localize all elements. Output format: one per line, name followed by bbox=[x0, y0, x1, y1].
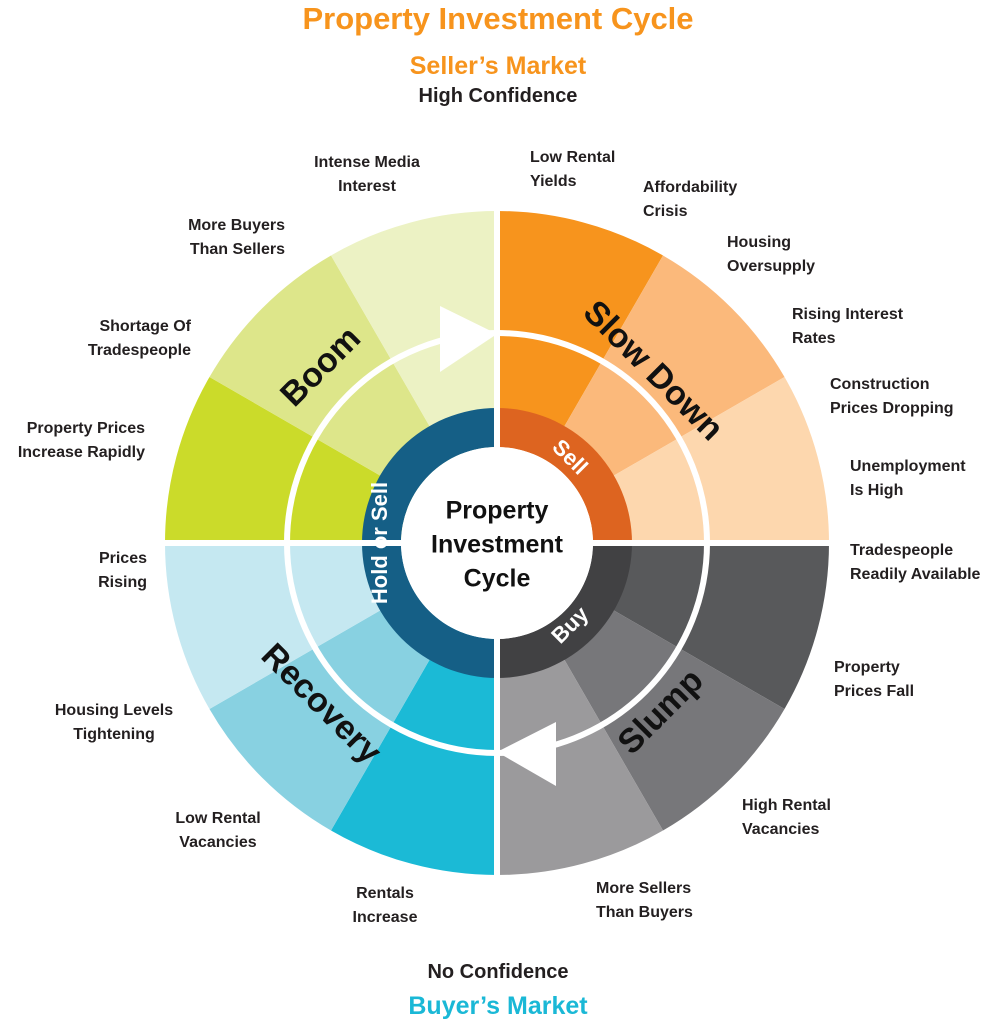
boom-wedge bbox=[209, 255, 449, 495]
center-circle bbox=[401, 447, 593, 639]
center-title-line: Cycle bbox=[464, 565, 531, 593]
arrow-head-icon bbox=[440, 306, 497, 372]
boom-action-ring bbox=[362, 408, 497, 543]
center-title-line: Investment bbox=[431, 531, 564, 559]
buyers-market-label: Buyer’s Market bbox=[408, 992, 588, 1020]
slump-action-ring bbox=[497, 543, 632, 678]
slump-wedge bbox=[497, 626, 663, 875]
action-label-hold-or-sell: Hold or Sell bbox=[367, 482, 392, 604]
recovery-wedge bbox=[209, 591, 449, 831]
sellers-market-label: Seller’s Market bbox=[409, 52, 587, 80]
arrow-head-icon bbox=[497, 722, 556, 786]
recovery-wedge bbox=[165, 543, 414, 709]
slump-wedge bbox=[580, 543, 829, 709]
high-confidence-label: High Confidence bbox=[418, 85, 578, 107]
slow-down-wedge bbox=[580, 377, 829, 543]
slump-wedge bbox=[545, 591, 785, 831]
slow-down-wedge bbox=[545, 255, 785, 495]
slow-down-wedge bbox=[497, 211, 663, 460]
recovery-wedge bbox=[331, 626, 497, 875]
recovery-action-ring bbox=[362, 543, 497, 678]
boom-wedge bbox=[331, 211, 497, 460]
boom-wedge bbox=[165, 377, 414, 543]
slow-down-action-ring bbox=[497, 408, 632, 543]
no-confidence-label: No Confidence bbox=[427, 961, 569, 983]
center-title-line: Property bbox=[446, 497, 549, 525]
diagram-title: Property Investment Cycle bbox=[302, 1, 694, 36]
